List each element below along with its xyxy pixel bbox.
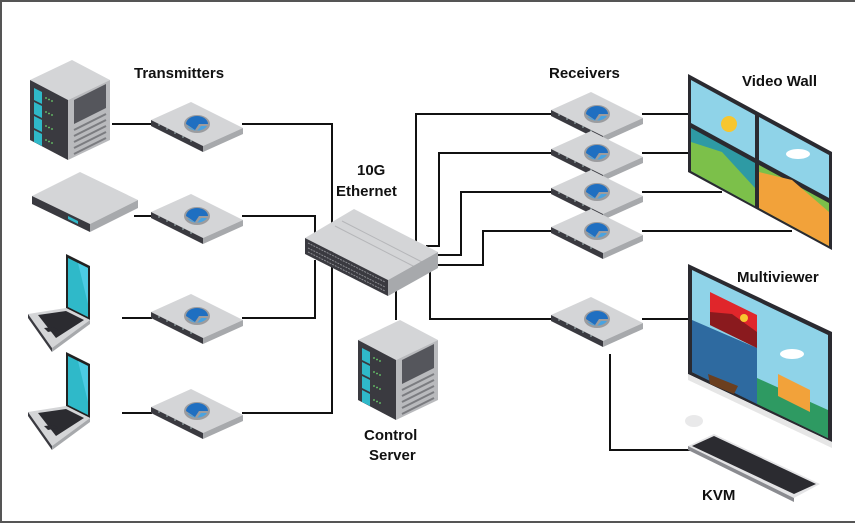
transmitter-4-icon [151, 389, 243, 439]
label-10g: 10G [357, 162, 386, 179]
receiver-5-icon [551, 297, 643, 347]
laptop-icon [28, 254, 90, 352]
cable-tx1-switch [242, 123, 333, 260]
label-transmitters: Transmitters [134, 65, 225, 82]
transmitter-3-icon [151, 294, 243, 344]
cable-rx1 [415, 113, 554, 245]
cable-rx2 [426, 152, 554, 247]
cable-rx5 [429, 270, 554, 320]
media-player-icon [32, 172, 138, 232]
kvm-keyboard-icon [688, 434, 820, 502]
cable-tx2-switch [242, 215, 316, 240]
label-ethernet: Ethernet [336, 183, 397, 200]
cable-rx4 [436, 230, 554, 266]
transmitter-2-icon [151, 194, 243, 244]
transmitter-1-icon [151, 102, 243, 152]
video-wall-icon [688, 74, 832, 250]
control-server-icon [357, 319, 439, 421]
label-video-wall: Video Wall [742, 73, 818, 90]
cable-lines [112, 113, 792, 451]
multiviewer-icon [688, 264, 832, 448]
cable-tx4-switch [242, 260, 333, 414]
laptop-icon [28, 352, 90, 450]
label-kvm: KVM [702, 487, 736, 504]
ethernet-switch-icon [305, 209, 438, 296]
mouse-icon [685, 415, 703, 427]
server-tower-icon [29, 59, 111, 161]
label-multiviewer: Multiviewer [737, 269, 819, 286]
cable-tx3-switch [242, 260, 316, 319]
cable-rx3 [436, 191, 554, 256]
label-receivers: Receivers [549, 65, 620, 82]
label-control: Control [364, 427, 418, 444]
label-server: Server [369, 447, 416, 464]
receiver-4-icon [551, 209, 643, 259]
cable-kvm [609, 354, 692, 451]
